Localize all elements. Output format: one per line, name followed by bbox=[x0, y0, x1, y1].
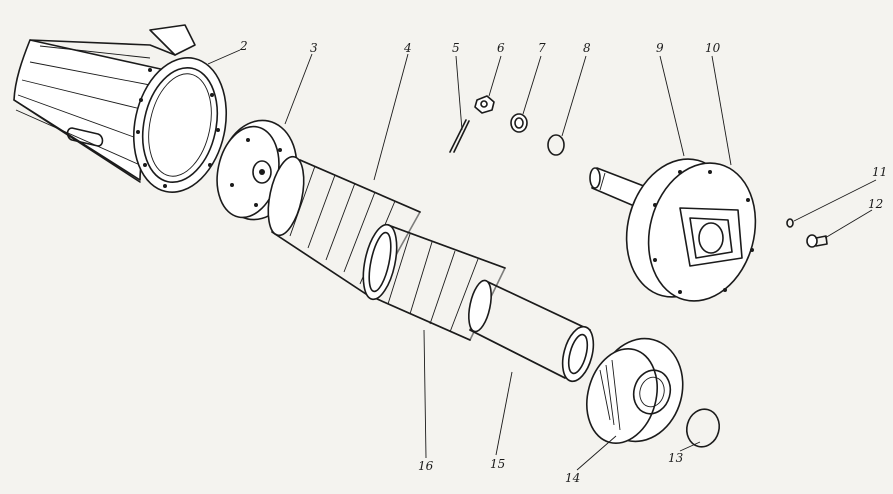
leader-2 bbox=[207, 49, 241, 65]
part-16-middle-core bbox=[362, 223, 506, 341]
part-15-inner-sleeve bbox=[468, 279, 595, 383]
label-14: 14 bbox=[565, 471, 581, 485]
part-6-nut bbox=[474, 95, 495, 114]
label-10: 10 bbox=[705, 41, 721, 55]
part-12-bolt bbox=[806, 234, 828, 248]
label-13: 13 bbox=[668, 451, 684, 465]
leader-8 bbox=[561, 55, 587, 137]
leader-6 bbox=[488, 55, 502, 97]
label-15: 15 bbox=[490, 457, 506, 471]
label-11: 11 bbox=[872, 165, 888, 179]
leader-4 bbox=[373, 53, 409, 181]
part-8-o-ring bbox=[547, 134, 565, 156]
label-5: 5 bbox=[452, 41, 460, 55]
leader-15 bbox=[495, 371, 513, 456]
label-6: 6 bbox=[497, 41, 505, 55]
part-14-bearing bbox=[586, 337, 684, 444]
leader-12 bbox=[824, 209, 873, 239]
part-10-flange-housing bbox=[625, 158, 757, 302]
leader-14 bbox=[576, 435, 617, 471]
leader-9 bbox=[659, 55, 685, 157]
part-5-cotter-pin bbox=[449, 119, 470, 153]
label-3: 3 bbox=[310, 41, 318, 55]
label-4: 4 bbox=[404, 41, 412, 55]
label-2: 2 bbox=[240, 39, 248, 53]
leader-11 bbox=[793, 179, 877, 222]
label-8: 8 bbox=[583, 41, 591, 55]
label-12: 12 bbox=[868, 197, 884, 211]
leader-lines bbox=[207, 49, 877, 471]
label-7: 7 bbox=[538, 41, 546, 55]
leader-13 bbox=[679, 441, 701, 452]
label-9: 9 bbox=[656, 41, 664, 55]
part-11-washer bbox=[786, 218, 794, 228]
label-16: 16 bbox=[418, 459, 434, 473]
leader-5 bbox=[455, 55, 463, 131]
part-7-washer bbox=[510, 113, 528, 133]
leader-3 bbox=[284, 53, 313, 125]
part-2-housing bbox=[13, 24, 228, 193]
part-13-retaining-ring bbox=[685, 408, 721, 448]
leader-16 bbox=[423, 329, 427, 459]
part-3-end-cover bbox=[216, 119, 298, 221]
leader-7 bbox=[522, 55, 542, 115]
leader-10 bbox=[711, 55, 732, 166]
